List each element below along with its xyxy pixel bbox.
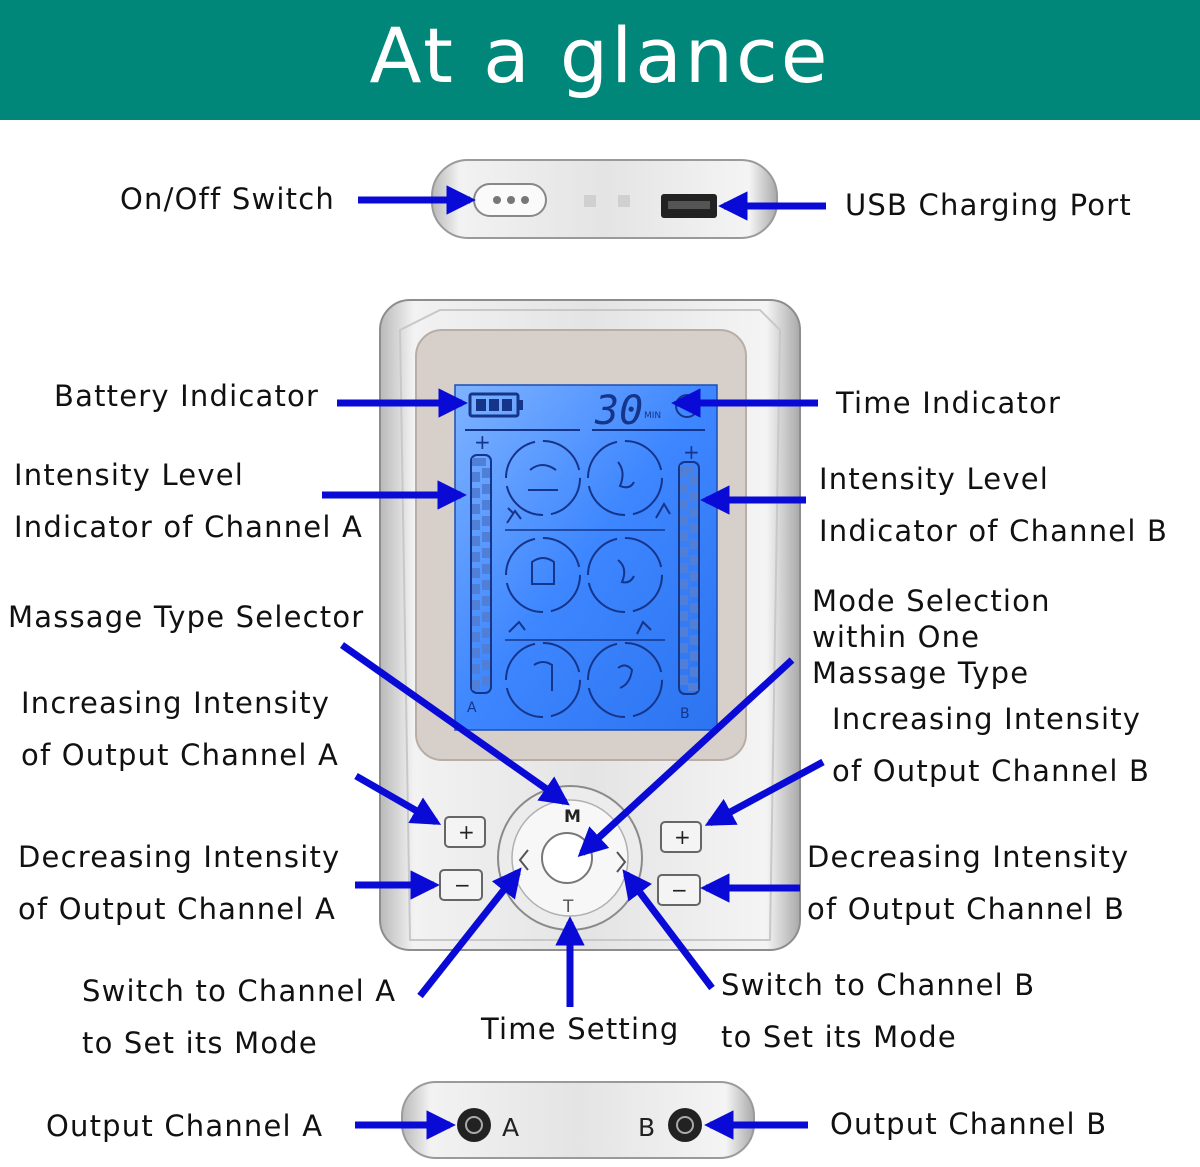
header-banner: At a glance: [0, 0, 1200, 120]
label-intensity-a-line1: Intensity Level: [14, 458, 244, 492]
lcd-screen: 30 MIN + A + B: [454, 384, 718, 731]
label-intensity-a-line2: Indicator of Channel A: [14, 510, 364, 544]
chevron-right-icon[interactable]: [616, 851, 627, 873]
runner-icon: [506, 507, 522, 524]
body-figure-icon: [617, 461, 635, 489]
jack-b-letter: B: [638, 1113, 655, 1142]
label-on-off-switch: On/Off Switch: [120, 182, 335, 216]
label-dec-a-line1: Decreasing Intensity: [18, 840, 341, 874]
label-output-a: Output Channel A: [46, 1109, 324, 1143]
label-intensity-b-line1: Intensity Level: [819, 462, 1049, 496]
dancer-icon: [636, 620, 652, 635]
label-massage-type: Massage Type Selector: [8, 600, 365, 634]
label-inc-a-line1: Increasing Intensity: [21, 686, 331, 720]
t-button-label: T: [562, 897, 574, 917]
label-battery: Battery Indicator: [54, 379, 320, 413]
label-inc-b-line1: Increasing Intensity: [832, 702, 1142, 736]
minus-b-sign: −: [671, 878, 688, 902]
m-button-label: M: [564, 807, 581, 827]
label-usb-port: USB Charging Port: [845, 188, 1132, 222]
runner-icon: [508, 620, 526, 633]
mode-circle-2: [587, 440, 663, 516]
label-switch-a-line1: Switch to Channel A: [82, 974, 397, 1008]
body-figure-icon: [533, 661, 553, 691]
plus-b-sign: +: [674, 825, 691, 849]
bar-b-letter: B: [680, 706, 690, 722]
label-dec-a-line2: of Output Channel A: [18, 892, 337, 926]
page-title: At a glance: [369, 11, 831, 100]
body-figure-icon: [528, 464, 558, 491]
body-figure-icon: [617, 559, 635, 584]
plus-a-button[interactable]: [444, 816, 486, 848]
ear-icon: [617, 664, 634, 689]
mode-circle-5: [505, 642, 581, 718]
plus-b-button[interactable]: [660, 821, 702, 853]
label-time-indicator: Time Indicator: [836, 386, 1062, 420]
label-switch-a-line2: to Set its Mode: [82, 1026, 318, 1060]
minus-b-button[interactable]: [657, 874, 701, 906]
plus-a-sign: +: [458, 820, 475, 844]
top-edge-view: [431, 159, 778, 239]
chevron-left-icon[interactable]: [518, 849, 529, 871]
led-indicator: [618, 195, 630, 207]
dancer-icon: [655, 502, 671, 519]
label-switch-b-line2: to Set its Mode: [721, 1020, 957, 1054]
mode-circle-3: [505, 537, 581, 613]
center-button[interactable]: [541, 832, 593, 884]
minus-a-sign: −: [454, 873, 471, 897]
label-output-b: Output Channel B: [830, 1107, 1108, 1141]
bottom-edge-view: A B: [401, 1081, 755, 1159]
intensity-bar-a: + A: [467, 430, 492, 716]
bar-a-plus: +: [474, 430, 491, 454]
minus-a-button[interactable]: [439, 869, 483, 901]
label-mode-selection-line3: Massage Type: [812, 656, 1030, 690]
label-intensity-b-line2: Indicator of Channel B: [819, 514, 1169, 548]
intensity-bar-b: + B: [678, 440, 700, 722]
lcd-time-unit: MIN: [644, 411, 661, 421]
lcd-time-value: 30: [594, 388, 643, 434]
label-dec-b-line2: of Output Channel B: [807, 892, 1126, 926]
label-dec-b-line1: Decreasing Intensity: [807, 840, 1130, 874]
bar-b-plus: +: [683, 440, 700, 464]
label-time-setting: Time Setting: [481, 1012, 680, 1046]
body-figure-icon: [531, 557, 555, 585]
mode-circle-4: [587, 537, 663, 613]
jack-a-letter: A: [502, 1113, 519, 1142]
callout-arrows: [322, 185, 826, 1140]
led-indicator: [584, 195, 596, 207]
label-switch-b-line1: Switch to Channel B: [721, 968, 1036, 1002]
bar-a-letter: A: [467, 700, 477, 716]
mode-circle-1: [505, 440, 581, 516]
label-inc-a-line2: of Output Channel A: [21, 738, 340, 772]
label-mode-selection-line2: within One: [812, 620, 981, 654]
jack-b[interactable]: [668, 1108, 702, 1142]
jack-a[interactable]: [457, 1108, 491, 1142]
label-mode-selection-line1: Mode Selection: [812, 584, 1051, 618]
mode-circle-6: [587, 642, 663, 718]
battery-icon: [468, 392, 523, 418]
label-inc-b-line2: of Output Channel B: [832, 754, 1151, 788]
